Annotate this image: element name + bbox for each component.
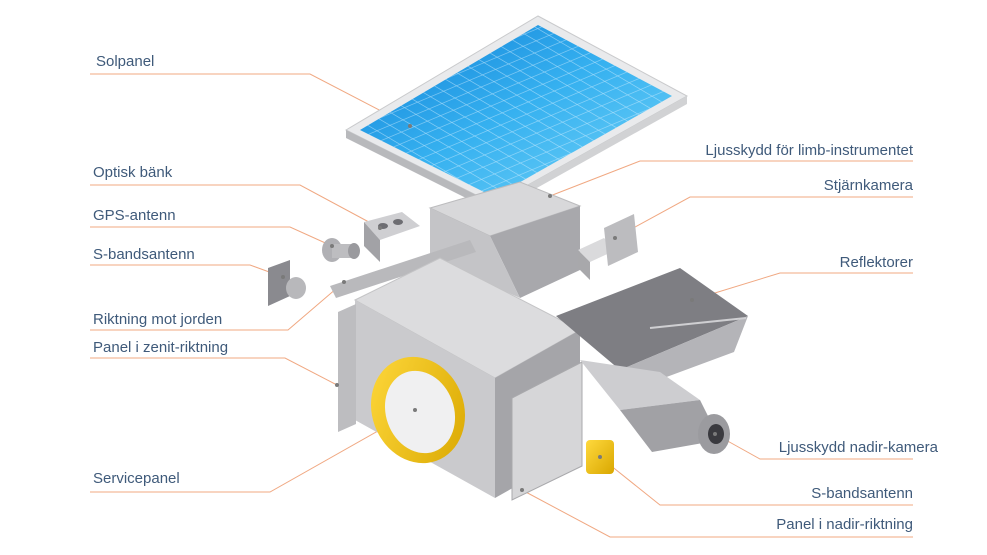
label-ljusskydd-limb: Ljusskydd för limb-instrumentet: [705, 142, 913, 159]
label-stjarnkamera: Stjärnkamera: [823, 177, 913, 194]
label-panel-nadir: Panel i nadir-riktning: [776, 516, 913, 533]
label-riktning-mot-jorden: Riktning mot jorden: [93, 311, 223, 328]
limb-instrument-block: [428, 181, 582, 298]
solar-panel: [344, 15, 689, 212]
label-s-bandsantenn-left: S-bandsantenn: [93, 246, 195, 263]
s-band-antenna-left: [268, 260, 306, 306]
leader-dots: [281, 124, 717, 492]
label-s-bandsantenn-right: S-bandsantenn: [811, 485, 913, 502]
label-servicepanel: Servicepanel: [93, 470, 180, 487]
star-camera: [578, 214, 638, 280]
label-gps-antenn: GPS-antenn: [93, 207, 176, 224]
label-solpanel: Solpanel: [96, 53, 155, 70]
leader-lines: [90, 73, 913, 538]
gps-antenna: [322, 238, 360, 262]
label-ljusskydd-nadir: Ljusskydd nadir-kamera: [778, 439, 938, 456]
service-panel: [370, 356, 466, 464]
optical-bench: [330, 212, 476, 298]
main-body: [338, 257, 583, 501]
label-optisk-bank: Optisk bänk: [93, 164, 173, 181]
label-reflektorer: Reflektorer: [839, 254, 913, 271]
nadir-camera: [580, 360, 730, 454]
label-panel-zenit: Panel i zenit-riktning: [93, 339, 229, 356]
